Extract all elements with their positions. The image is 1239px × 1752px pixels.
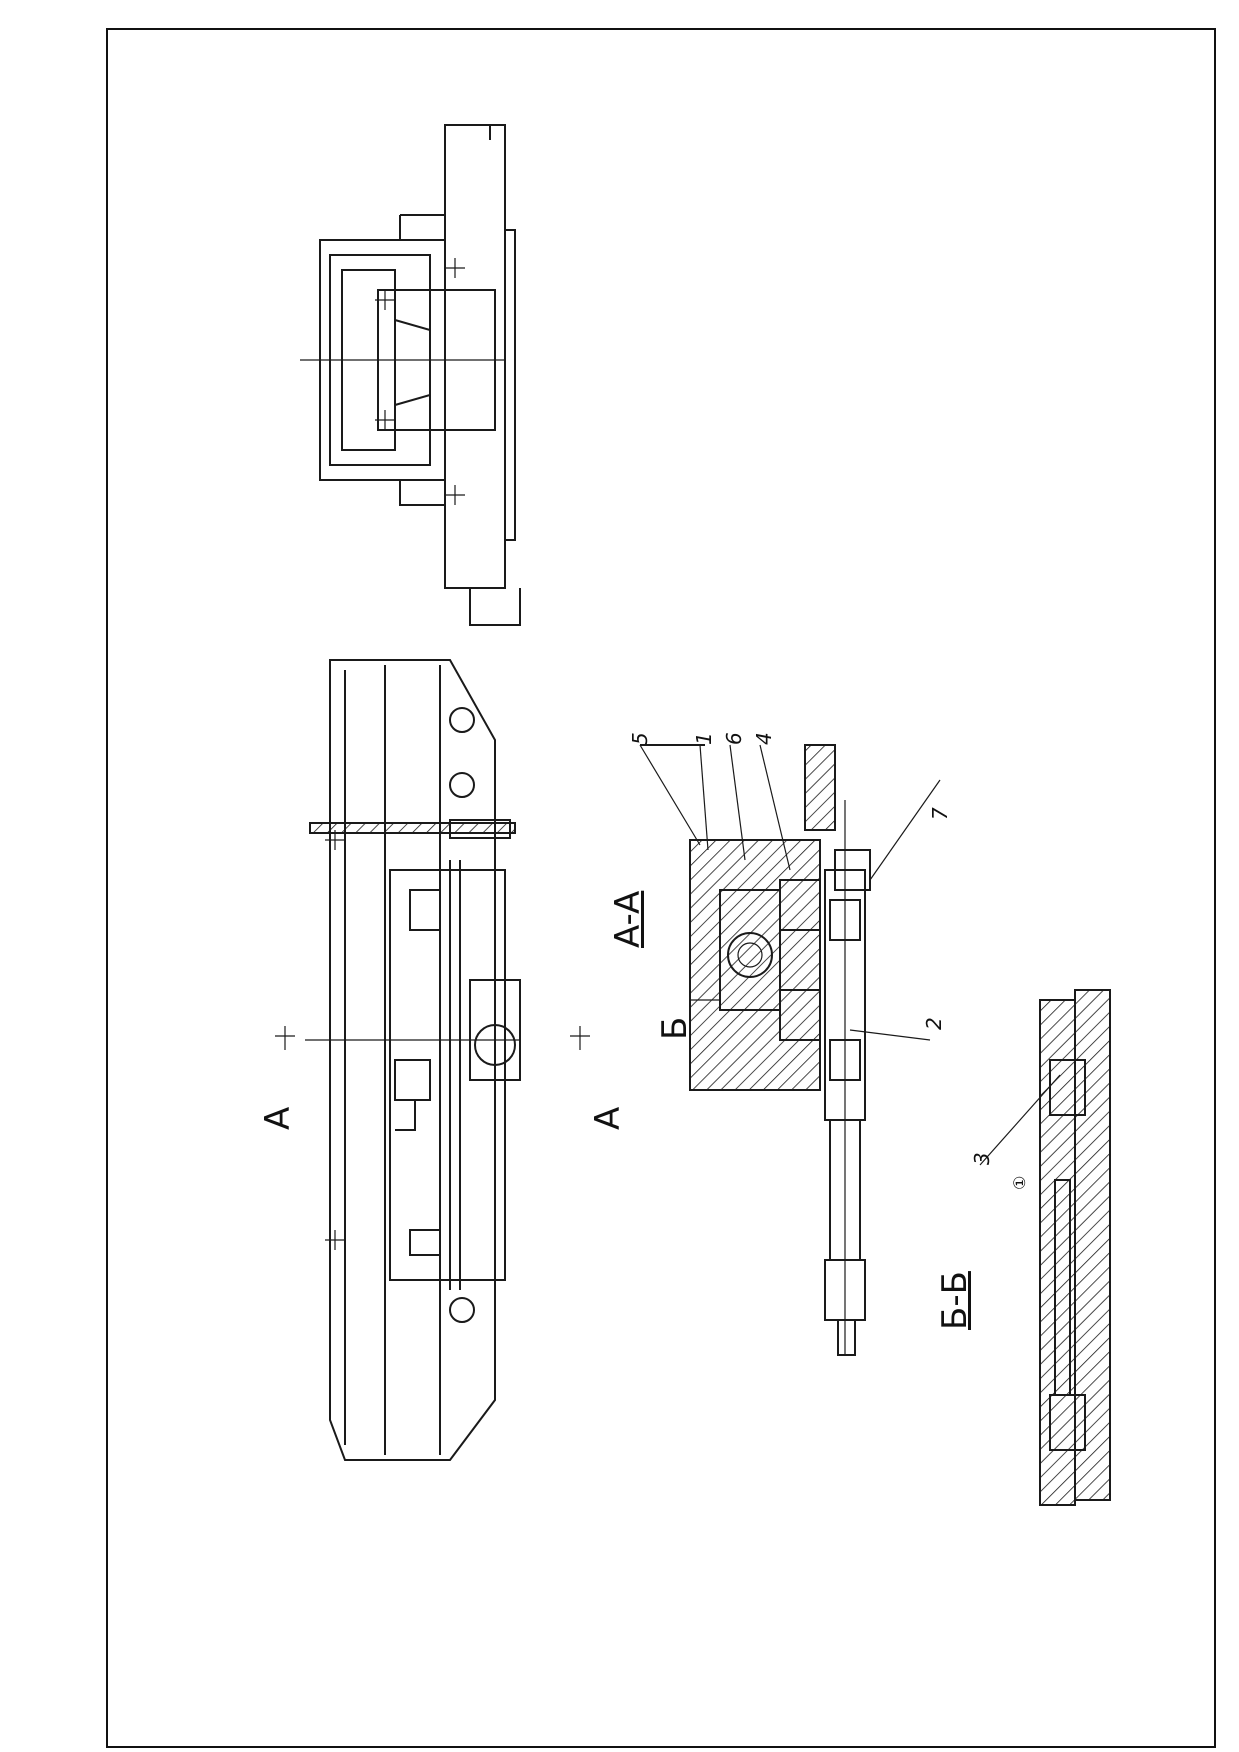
callout-3: 3 — [970, 1152, 994, 1165]
view-aa-title: A-A — [608, 890, 648, 948]
view-bb-title: Б-Б — [935, 1271, 975, 1330]
callout-7: 7 — [928, 807, 952, 820]
callout-1: 1 — [692, 732, 716, 745]
main-longitudinal-view — [275, 659, 590, 1461]
section-a-bottom-label: A — [588, 1106, 628, 1130]
drawing-frame — [106, 28, 1216, 1748]
callout-5: 5 — [628, 732, 652, 745]
section-aa-drawing — [639, 744, 941, 1356]
end-view-drawing — [300, 124, 521, 626]
section-a-top-label: A — [258, 1106, 298, 1130]
callout-6: 6 — [722, 732, 746, 745]
callout-circle-1: ① — [1010, 1175, 1029, 1190]
section-bb-drawing — [979, 989, 1111, 1506]
section-b-marker: Б — [655, 1016, 695, 1040]
callout-4: 4 — [752, 732, 776, 745]
callout-2: 2 — [922, 1017, 946, 1030]
